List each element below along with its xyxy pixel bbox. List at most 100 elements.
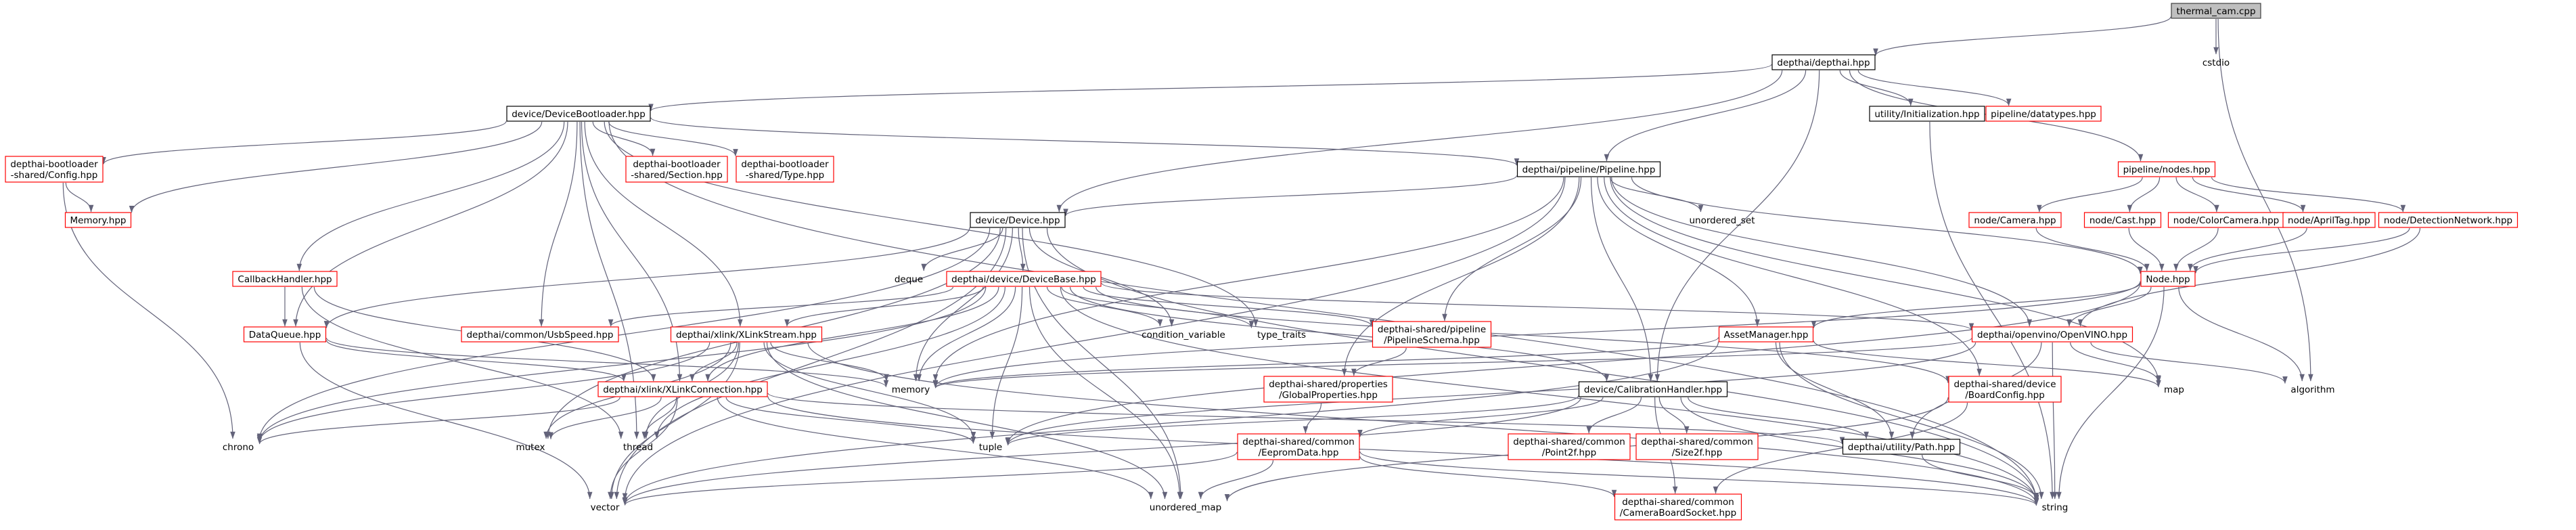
node-point2f[interactable]: depthai-shared/common/Point2f.hpp xyxy=(1508,433,1631,460)
edge-pipelineschema-to-globalprops xyxy=(1351,347,1407,376)
node-calibhandler[interactable]: device/CalibrationHandler.hpp xyxy=(1578,381,1728,397)
node-node-apriltag[interactable]: node/AprilTag.hpp xyxy=(2282,212,2376,228)
node-label: node/AprilTag.hpp xyxy=(2288,215,2370,226)
node-label-line: AssetManager.hpp xyxy=(1724,330,1809,340)
node-camsocket[interactable]: depthai-shared/common/CameraBoardSocket.… xyxy=(1614,493,1742,521)
edge-node-hpp-to-algorithm xyxy=(2178,286,2305,382)
node-size2f[interactable]: depthai-shared/common/Size2f.hpp xyxy=(1635,433,1759,460)
node-label-line: depthai/utility/Path.hpp xyxy=(1848,442,1955,453)
edge-device-hpp-to-devbase xyxy=(1018,227,1026,271)
edge-calibhandler-to-eeprom xyxy=(1357,397,1604,437)
node-node-colorcam[interactable]: node/ColorCamera.hpp xyxy=(2167,212,2285,228)
node-dataqueue[interactable]: DataQueue.hpp xyxy=(243,326,327,343)
node-bl-section[interactable]: depthai-bootloader-shared/Section.hpp xyxy=(625,156,728,183)
edge-node-hpp-to-string xyxy=(2056,286,2165,500)
node-label-line: /PipelineSchema.hpp xyxy=(1384,335,1480,346)
edge-pipeline-hpp-to-map xyxy=(1610,177,2161,384)
node-nodes-hpp[interactable]: pipeline/nodes.hpp xyxy=(2117,161,2216,177)
node-label-line: device/DeviceBootloader.hpp xyxy=(512,109,646,120)
node-label: depthai/common/UsbSpeed.hpp xyxy=(466,330,613,340)
edge-devbase-to-memory xyxy=(916,286,1016,382)
node-label-line: pipeline/datatypes.hpp xyxy=(1991,109,2096,120)
edge-openvino-to-algorithm xyxy=(2090,342,2288,384)
node-label: Memory.hpp xyxy=(70,215,127,226)
node-type-traits: type_traits xyxy=(1257,330,1306,340)
node-usbspeed[interactable]: depthai/common/UsbSpeed.hpp xyxy=(461,326,619,343)
edge-device-hpp-to-dataqueue xyxy=(323,227,970,328)
edge-dataqueue-to-xlinkconn xyxy=(325,340,627,382)
node-pipelineschema[interactable]: depthai-shared/pipeline/PipelineSchema.h… xyxy=(1372,321,1492,348)
node-box xyxy=(1718,326,1814,343)
node-label: depthai-bootloader-shared/Config.hpp xyxy=(10,159,98,181)
node-utilinit[interactable]: utility/Initialization.hpp xyxy=(1869,106,1985,122)
edge-pipeline-hpp-to-node-hpp xyxy=(1631,177,2143,274)
node-pipeline-hpp[interactable]: depthai/pipeline/Pipeline.hpp xyxy=(1516,161,1661,177)
node-box xyxy=(2117,161,2216,177)
node-label: depthai/xlink/XLinkStream.hpp xyxy=(676,330,817,340)
node-datatypes[interactable]: pipeline/datatypes.hpp xyxy=(1985,106,2102,122)
edge-eeprom-to-string xyxy=(1359,451,2039,506)
edge-node-hpp-to-openvino xyxy=(2066,286,2152,327)
edge-utilinit-to-string xyxy=(1929,121,2055,500)
edge-devbase-to-pipelineschema xyxy=(1083,286,1375,327)
edge-node-cast-to-node-hpp xyxy=(2128,227,2165,271)
node-label-line: Node.hpp xyxy=(2146,274,2190,285)
edge-depthai-hpp-to-devboot xyxy=(648,64,1772,112)
edge-pathhpp-to-string xyxy=(1922,454,2039,500)
node-bl-type[interactable]: depthai-bootloader-shared/Type.hpp xyxy=(736,156,834,183)
edge-node-detnet-to-node-hpp xyxy=(2193,227,2410,273)
node-device-hpp[interactable]: device/Device.hpp xyxy=(970,212,1066,228)
node-unordered-set: unordered_set xyxy=(1689,215,1755,226)
node-label: Node.hpp xyxy=(2146,274,2190,285)
node-devbase[interactable]: depthai/device/DeviceBase.hpp xyxy=(946,271,1102,287)
node-pathhpp[interactable]: depthai/utility/Path.hpp xyxy=(1842,439,1961,455)
node-label: map xyxy=(2164,384,2184,395)
node-devboot[interactable]: device/DeviceBootloader.hpp xyxy=(506,106,651,122)
node-label-line: chrono xyxy=(223,442,254,453)
node-label-line: depthai/xlink/XLinkStream.hpp xyxy=(676,330,817,340)
node-depthai-hpp[interactable]: depthai/depthai.hpp xyxy=(1771,54,1876,70)
edge-thermal-cam-to-depthai-hpp xyxy=(1873,16,2171,56)
node-node-cast[interactable]: node/Cast.hpp xyxy=(2083,212,2162,228)
node-map: map xyxy=(2164,384,2184,395)
node-boardconfig[interactable]: depthai-shared/device/BoardConfig.hpp xyxy=(1948,376,2062,403)
node-xlinkconn[interactable]: depthai/xlink/XLinkConnection.hpp xyxy=(597,381,768,397)
edge-node-apriltag-to-node-hpp xyxy=(2188,227,2307,271)
node-xlinkstream[interactable]: depthai/xlink/XLinkStream.hpp xyxy=(670,326,823,343)
node-thermal-cam[interactable]: thermal_cam.cpp xyxy=(2171,3,2261,19)
node-label: mutex xyxy=(516,442,545,453)
node-label-line: mutex xyxy=(516,442,545,453)
node-node-detnet[interactable]: node/DetectionNetwork.hpp xyxy=(2378,212,2518,228)
node-label-line: node/Camera.hpp xyxy=(1974,215,2056,226)
node-deque: deque xyxy=(895,274,923,285)
edge-node-colorcam-to-node-hpp xyxy=(2173,227,2219,271)
edge-bl-config-to-memory-hpp xyxy=(65,182,94,213)
node-memory-hpp[interactable]: Memory.hpp xyxy=(64,212,132,228)
edge-devbase-to-type-traits xyxy=(1061,286,1255,328)
edge-devboot-to-bl-section xyxy=(592,121,656,156)
node-label: thread xyxy=(623,442,653,453)
node-label-line: depthai-shared/common xyxy=(1242,437,1355,447)
node-unordered-map: unordered_map xyxy=(1150,502,1221,513)
node-bl-config[interactable]: depthai-bootloader-shared/Config.hpp xyxy=(5,156,104,183)
node-openvino[interactable]: depthai/openvino/OpenVINO.hpp xyxy=(1971,326,2133,343)
node-callback[interactable]: CallbackHandler.hpp xyxy=(232,271,338,287)
node-box xyxy=(2140,271,2196,287)
node-label-line: depthai-bootloader xyxy=(10,159,98,170)
node-box xyxy=(232,271,338,287)
node-label-line: depthai-shared/common xyxy=(1513,437,1625,447)
node-label-line: deque xyxy=(895,274,923,285)
node-node-hpp[interactable]: Node.hpp xyxy=(2140,271,2196,287)
node-box xyxy=(1971,326,2133,343)
node-eeprom[interactable]: depthai-shared/common/EepromData.hpp xyxy=(1237,433,1360,460)
node-globalprops[interactable]: depthai-shared/properties/GlobalProperti… xyxy=(1263,376,1393,403)
node-label-line: tuple xyxy=(979,442,1002,453)
edge-node-camera-to-node-hpp xyxy=(2035,227,2150,271)
node-cstdio: cstdio xyxy=(2202,58,2230,68)
node-box xyxy=(1237,433,1360,460)
edge-assetmanager-to-memory xyxy=(933,337,1719,389)
node-node-camera[interactable]: node/Camera.hpp xyxy=(1968,212,2062,228)
node-assetmanager[interactable]: AssetManager.hpp xyxy=(1718,326,1814,343)
node-label: chrono xyxy=(223,442,254,453)
node-label-line: -shared/Section.hpp xyxy=(631,170,723,181)
